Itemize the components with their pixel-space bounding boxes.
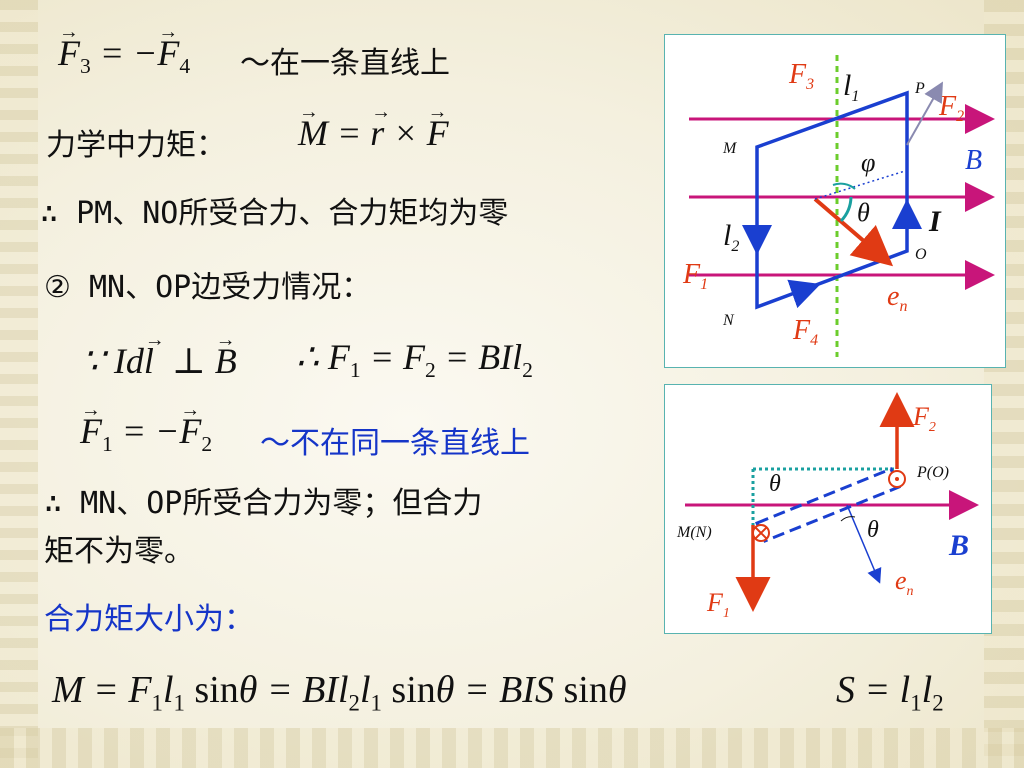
label-current: I: [928, 205, 942, 238]
label-theta: θ: [857, 198, 870, 227]
normal-vector-en: [846, 504, 882, 584]
equation-f1-f2: F1 = −F2: [80, 399, 212, 457]
note-same-line: ～在一条直线上: [240, 46, 450, 81]
bottom-decorative-border: [0, 728, 1024, 768]
label-mn: M(N): [676, 524, 712, 541]
label-o: O: [915, 246, 927, 263]
theta-arc: [839, 196, 853, 223]
label-f4: F4: [792, 315, 818, 349]
normal-vector-en: [813, 197, 894, 267]
loop-diagram-top-view: F2 P(O) θ M(N) θ B en F1: [664, 384, 992, 634]
label-b: B: [965, 145, 982, 176]
perpendicular-condition: ∵ Idl ⊥ B: [82, 329, 237, 382]
conclusion-mn-op-cont: 矩不为零。: [44, 534, 194, 569]
torque-magnitude-heading: 合力矩大小为：: [44, 602, 254, 637]
area-formula: S = l1l2: [836, 669, 944, 716]
force-magnitudes: ∴ F1 = F2 = BIl2: [296, 337, 533, 383]
label-po: P(O): [916, 464, 949, 481]
conclusion-mn-op: ∴ MN、OP所受合力为零；但合力: [44, 486, 483, 521]
label-en: en: [895, 566, 914, 599]
conclusion-pm-no: ∴ PM、NO所受合力、合力矩均为零: [40, 196, 509, 231]
loop-diagram-top-view-svg: F2 P(O) θ M(N) θ B en F1: [676, 392, 979, 621]
normal-dotted-extension: [814, 170, 906, 200]
label-f1: F1: [682, 259, 708, 293]
label-theta-2: θ: [867, 517, 879, 543]
label-f2: F2: [938, 91, 964, 125]
phi-arc: [832, 182, 856, 190]
current-arrow-nm-bottom: [787, 279, 821, 309]
label-f1: F1: [706, 588, 730, 621]
torque-magnitude-formula: M = F1l1 sinθ = BIl2l1 sinθ = BIS sinθ: [52, 669, 627, 716]
heading-mn-op: ② MN、OP边受力情况：: [44, 270, 372, 305]
label-phi: φ: [861, 148, 875, 177]
note-not-same-line: ～不在同一条直线上: [260, 426, 530, 461]
label-n: N: [722, 312, 735, 329]
equation-f3-f4: F3 = −F4: [58, 21, 190, 79]
torque-heading: 力学中力矩：: [46, 128, 226, 163]
loop-diagram-3d: F3 l1 P F2 M B φ θ I l2 O F1 en N F4: [664, 34, 1006, 368]
label-p: P: [914, 80, 925, 97]
label-f2: F2: [912, 402, 936, 435]
loop-diagram-3d-svg: F3 l1 P F2 M B φ θ I l2 O F1 en N F4: [682, 55, 995, 357]
label-f3: F3: [788, 59, 814, 93]
label-en: en: [887, 281, 907, 315]
force-f2-arrow: [906, 81, 943, 146]
label-m: M: [722, 140, 738, 157]
left-decorative-border: [0, 0, 38, 768]
label-l2: l2: [723, 219, 739, 255]
label-theta-1: θ: [769, 471, 781, 497]
label-l1: l1: [843, 69, 859, 105]
torque-formula: M = r × F: [298, 101, 449, 154]
theta-arc-2: [840, 516, 856, 522]
label-b: B: [948, 529, 969, 562]
